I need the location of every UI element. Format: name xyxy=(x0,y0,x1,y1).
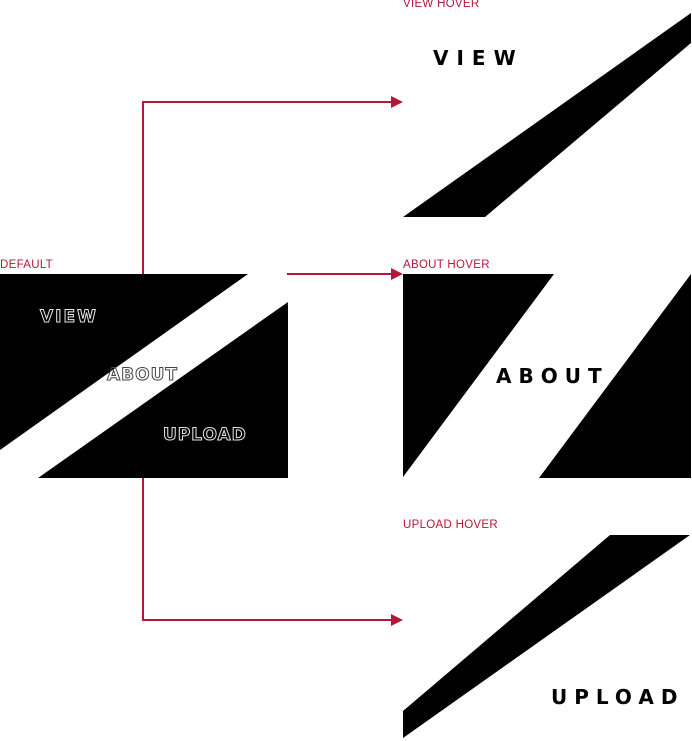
connector-to-view-hover xyxy=(142,101,392,274)
default-upload-shape[interactable] xyxy=(38,302,288,478)
arrow-right-icon xyxy=(391,614,403,626)
about-hover-left-shape xyxy=(403,274,554,477)
default-view-link[interactable]: VIEW xyxy=(40,307,98,327)
upload-hover-label: UPLOAD HOVER xyxy=(403,519,498,531)
about-hover-word: ABOUT xyxy=(496,364,609,388)
upload-hover-shape xyxy=(403,535,690,738)
default-view-shape[interactable] xyxy=(0,274,248,450)
upload-hover-word: UPLOAD xyxy=(551,685,685,709)
default-nav xyxy=(0,274,288,478)
default-about-link[interactable]: ABOUT xyxy=(107,365,178,385)
about-hover-nav xyxy=(403,274,691,478)
view-hover-label: VIEW HOVER xyxy=(403,0,480,10)
default-upload-link[interactable]: UPLOAD xyxy=(163,425,247,445)
connector-to-upload-hover xyxy=(142,478,392,621)
view-hover-shape xyxy=(403,13,691,217)
arrow-right-icon xyxy=(391,96,403,108)
default-label: DEFAULT xyxy=(0,259,54,271)
about-hover-right-shape xyxy=(539,274,691,478)
view-hover-word: VIEW xyxy=(433,46,524,70)
arrow-right-icon xyxy=(391,268,403,280)
about-hover-label: ABOUT HOVER xyxy=(403,259,490,271)
